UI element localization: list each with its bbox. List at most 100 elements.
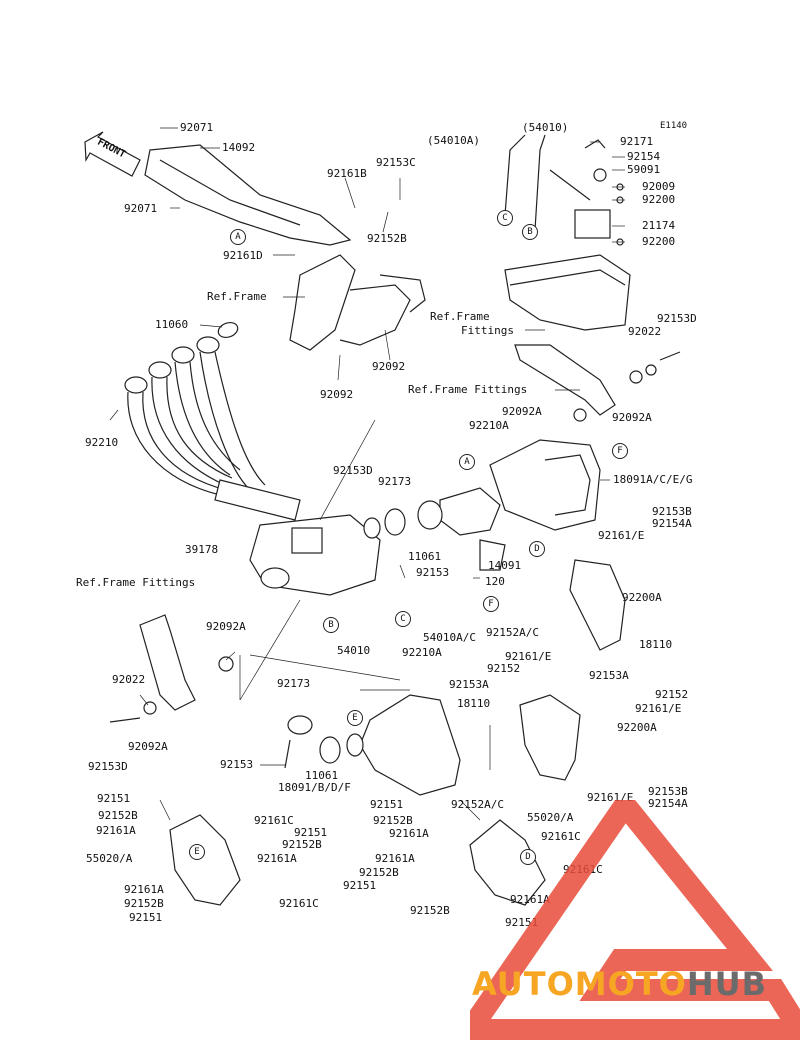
label-92153d: 92153D [88, 760, 128, 773]
label-ref-frame-fittings: Ref.Frame Fittings [408, 383, 528, 396]
label-92154a: 92154A [648, 797, 688, 810]
label-92152: 92152 [487, 662, 521, 675]
heat-shield-upper [144, 144, 352, 246]
label-92161a: 92161A [510, 893, 550, 906]
label-92153c: 92153C [376, 156, 416, 169]
label-92152b: 92152B [367, 232, 407, 245]
automotohub-logo-icon [470, 800, 800, 1040]
frame-fitting-right [514, 344, 616, 416]
label-92161d: 92161D [223, 249, 263, 262]
label-54010: (54010) [522, 121, 569, 134]
label-92173: 92173 [277, 677, 311, 690]
label-ref-frame-fittings: Ref.Frame Fittings [76, 576, 196, 589]
callout-e-mid: E [347, 710, 363, 726]
label-120: 120 [485, 575, 505, 588]
label-92210a: 92210A [402, 646, 442, 659]
label-92161a: 92161A [96, 824, 136, 837]
callout-f-mid: F [612, 443, 628, 459]
callout-f-mid2: F [483, 596, 499, 612]
automotohub-logo-text: AUTOMOTOHUB [472, 965, 767, 1003]
label-92161c: 92161C [254, 814, 294, 827]
label-92152b: 92152B [98, 809, 138, 822]
label-92022: 92022 [112, 673, 146, 686]
callout-d-lower: D [520, 849, 536, 865]
callout-c-upper: C [497, 210, 513, 226]
label-18110: 18110 [639, 638, 673, 651]
label-92153b: 92153B [648, 785, 688, 798]
callout-a-mid: A [459, 454, 475, 470]
label-55020a: 55020/A [527, 811, 574, 824]
label-92161c: 92161C [541, 830, 581, 843]
label-55020a: 55020/A [86, 852, 133, 865]
bottom-cover-left [169, 814, 241, 906]
label-92153d: 92153D [657, 312, 697, 325]
logo-text-hub: HUB [686, 965, 768, 1003]
label-ref-frame: Ref.Frame [207, 290, 267, 303]
side-cover-upper [569, 559, 626, 651]
label-92210a: 92210A [469, 419, 509, 432]
label-92161a: 92161A [375, 852, 415, 865]
label-92200: 92200 [642, 235, 676, 248]
label-92009: 92009 [642, 180, 676, 193]
label-92152b: 92152B [359, 866, 399, 879]
label-92173: 92173 [378, 475, 412, 488]
label-92200a: 92200A [622, 591, 662, 604]
label-92161c: 92161C [279, 897, 319, 910]
label-92092a: 92092A [206, 620, 246, 633]
label-92161e: 92161/E [598, 529, 645, 542]
frame-fitting-left [139, 614, 196, 711]
label-92092a: 92092A [128, 740, 168, 753]
frame-bracket [289, 254, 356, 351]
label-92152b: 92152B [373, 814, 413, 827]
label-92153d: 92153D [333, 464, 373, 477]
label-92152a-c: 92152A/C [486, 626, 539, 639]
label-18091a-c-e-g: 18091A/C/E/G [613, 473, 693, 486]
label-92152b: 92152B [124, 897, 164, 910]
label-54010a-c: 54010A/C [423, 631, 476, 644]
label-ref-frame-fittings: Fittings [461, 324, 514, 337]
label-92071: 92071 [180, 121, 214, 134]
label-18091-b-d-f: 18091/B/D/F [278, 781, 351, 794]
label-92171: 92171 [620, 135, 654, 148]
exhaust-header-pipes [124, 321, 301, 521]
label-92151: 92151 [97, 792, 131, 805]
label-92161e: 92161/E [635, 702, 682, 715]
label-11061: 11061 [408, 550, 442, 563]
label-59091: 59091 [627, 163, 661, 176]
label-92161a: 92161A [124, 883, 164, 896]
label-18110: 18110 [457, 697, 491, 710]
label-92151: 92151 [370, 798, 404, 811]
label-92153: 92153 [220, 758, 254, 771]
label-92154: 92154 [627, 150, 661, 163]
bottom-cover-right [469, 819, 546, 906]
battery-box [504, 254, 631, 331]
label-14091: 14091 [488, 559, 522, 572]
label-92152b: 92152B [282, 838, 322, 851]
callout-b-upper: B [522, 224, 538, 240]
label-92161b: 92161B [327, 167, 367, 180]
label-92151: 92151 [294, 826, 328, 839]
front-arrow-icon [84, 131, 141, 177]
logo-text-automoto: AUTOMOTO [472, 965, 687, 1003]
label-92161a: 92161A [257, 852, 297, 865]
label-92022: 92022 [628, 325, 662, 338]
callout-c-mid: C [395, 611, 411, 627]
label-39178: 39178 [185, 543, 219, 556]
callout-d-mid: D [529, 541, 545, 557]
label-92092a: 92092A [502, 405, 542, 418]
label-92153a: 92153A [589, 669, 629, 682]
label-92151: 92151 [129, 911, 163, 924]
label-92200a: 92200A [617, 721, 657, 734]
label-92161a: 92161A [389, 827, 429, 840]
diagram-code: E1140 [660, 121, 688, 131]
label-92200: 92200 [642, 193, 676, 206]
label-92153: 92153 [416, 566, 450, 579]
label-ref-frame-fittings: Ref.Frame [430, 310, 490, 323]
label-92161e: 92161/E [505, 650, 552, 663]
label-92092a: 92092A [612, 411, 652, 424]
label-92210: 92210 [85, 436, 119, 449]
label-92154a: 92154A [652, 517, 692, 530]
label-92151: 92151 [343, 879, 377, 892]
label-92153a: 92153A [449, 678, 489, 691]
